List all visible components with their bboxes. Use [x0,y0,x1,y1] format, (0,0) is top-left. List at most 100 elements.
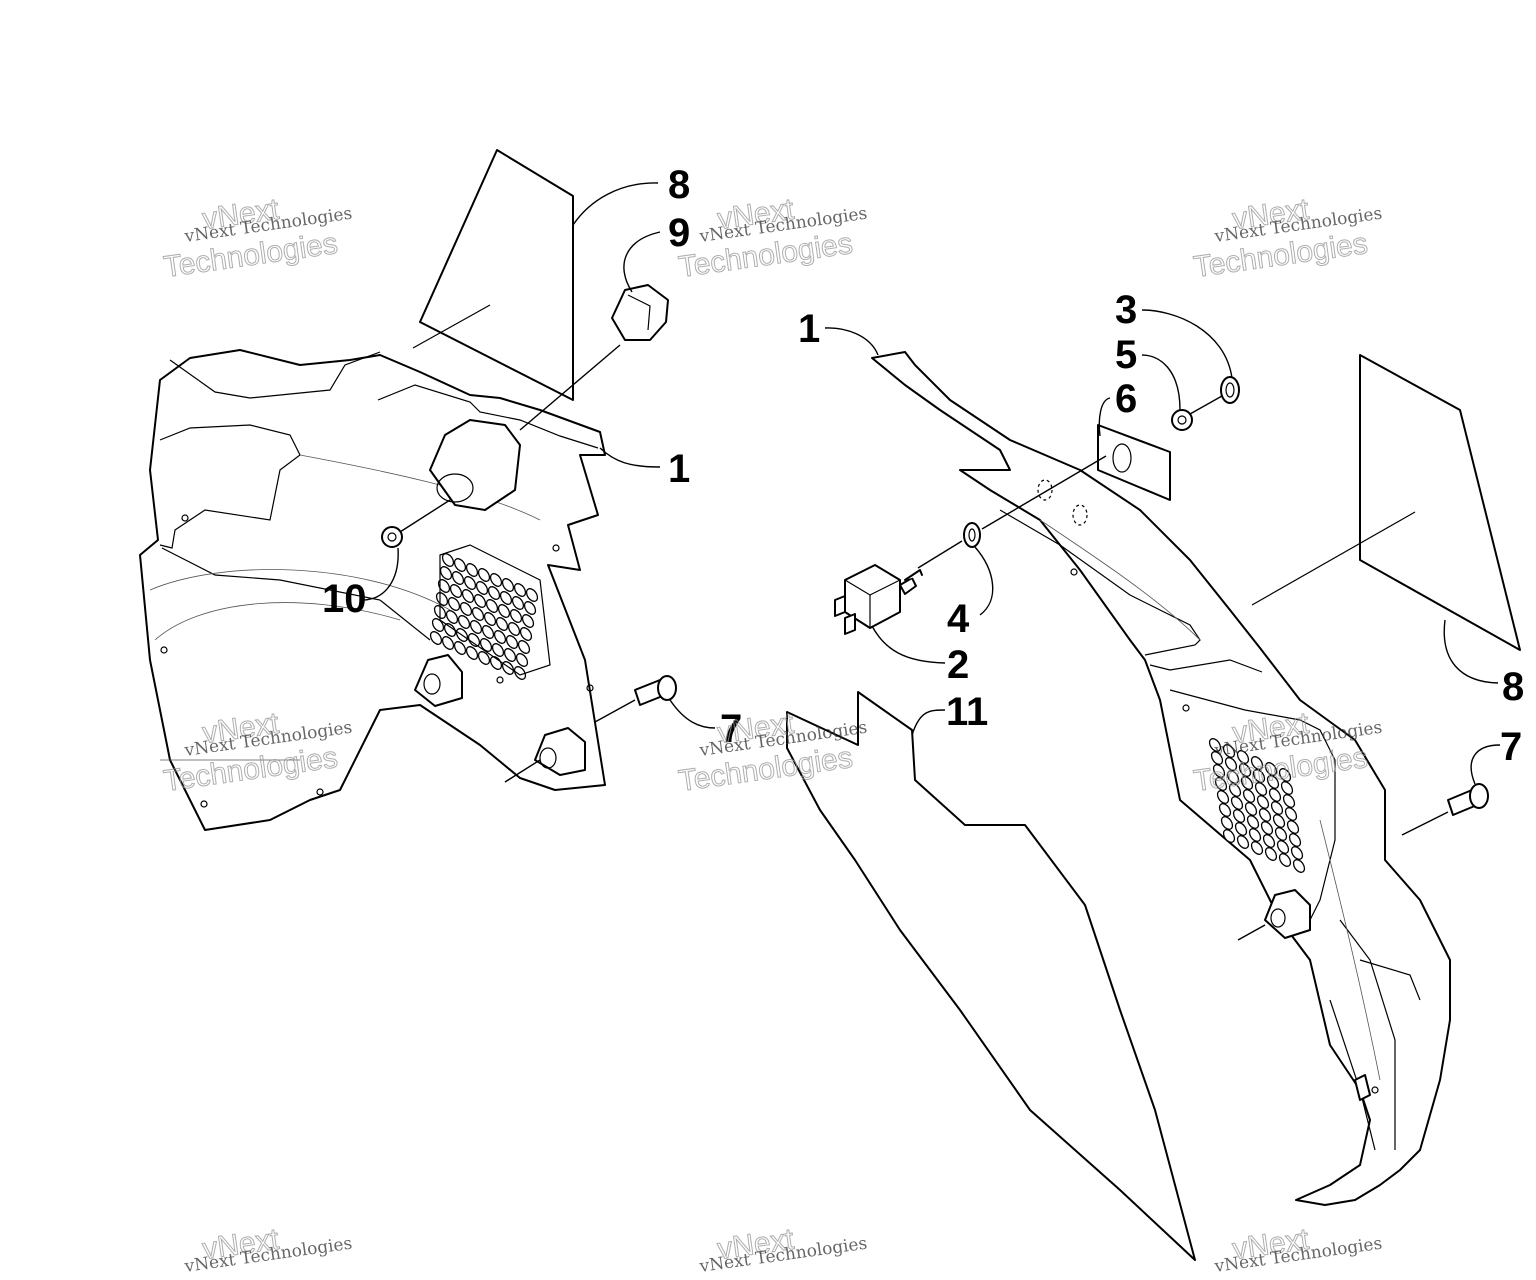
callout-5-right: 5 [1115,333,1137,377]
grill-slot [465,563,479,577]
grill-mesh-left [429,553,539,680]
grill-slot [1214,777,1228,791]
grill-slot [465,646,479,660]
grill-slot [1250,756,1264,770]
grill-slot [505,635,519,649]
grill-slot [519,627,533,641]
grill-slot [477,651,491,665]
callout-2-right: 2 [947,643,969,687]
grommet-part-4 [963,522,981,548]
grill-slot [499,591,513,605]
grill-slot [459,602,473,616]
gasket-part-6 [1097,424,1171,501]
washer-part-10 [381,499,451,548]
grill-slot [1292,859,1306,873]
grill-slot [521,614,535,628]
grill-slot [1226,770,1240,784]
grill-slot [479,638,493,652]
grill-slot [1286,820,1300,834]
grill-slot [501,578,515,592]
callout-8-left: 8 [668,163,690,207]
grill-slot [503,648,517,662]
grill-slot [451,571,465,585]
callout-11-right: 11 [946,690,988,734]
grill-slot [1220,816,1234,830]
grill-slot [485,599,499,613]
grill-slot [497,604,511,618]
grill-slot [1240,776,1254,790]
backing-plate-right [786,691,1196,1261]
grill-slot [1276,840,1290,854]
callout-1-right: 1 [798,307,820,351]
grill-slot [1268,788,1282,802]
grill-slot [493,630,507,644]
grill-slot [445,610,459,624]
grill-slot [507,622,521,636]
grill-slot [469,620,483,634]
grill-slot [1290,846,1304,860]
grill-slot [1284,807,1298,821]
grill-slot [481,625,495,639]
grill-slot [1218,803,1232,817]
knob-part-9 [519,284,669,431]
grill-slot [457,615,471,629]
grill-slot [1248,828,1262,842]
grill-slot [473,594,487,608]
grill-slot [1244,802,1258,816]
grill-slot [515,653,529,667]
grill-slot [1208,738,1222,752]
grill-slot [453,558,467,572]
grill-slot [475,581,489,595]
grill-slot [1278,853,1292,867]
switch-part-2 [834,564,923,635]
grill-slot [439,566,453,580]
grill-slot [1262,834,1276,848]
grill-slot [1222,829,1236,843]
grill-slot [513,666,527,680]
screw-part-7-left [504,675,677,783]
grill-slot [487,586,501,600]
grill-slot [1228,783,1242,797]
grill-slot [435,592,449,606]
grill-slot [1210,751,1224,765]
grill-slot [513,583,527,597]
grill-slot [1264,847,1278,861]
grill-slot [1222,744,1236,758]
callout-6-right: 6 [1115,377,1137,421]
grill-slot [1232,809,1246,823]
grill-slot [1236,835,1250,849]
grill-slot [1270,801,1284,815]
screw-part-7-right [1401,783,1489,836]
grill-slot [525,588,539,602]
callout-10-left: 10 [322,577,367,621]
callout-7-right: 7 [1500,725,1522,769]
callout-3-right: 3 [1115,288,1137,332]
grill-slot [509,609,523,623]
grill-slot [1230,796,1244,810]
nut-part-3 [1220,376,1240,404]
grill-slot [1246,815,1260,829]
grill-slot [1236,750,1250,764]
grill-slot [1272,814,1286,828]
grill-slot [1266,775,1280,789]
grill-slot [1256,795,1270,809]
grill-slot [1288,833,1302,847]
grill-slot [1278,768,1292,782]
grill-slot [463,576,477,590]
grill-slot [431,618,445,632]
washer-part-5 [1171,409,1193,431]
grill-slot [1212,764,1226,778]
grill-slot [1264,762,1278,776]
grill-slot [477,568,491,582]
callout-1-left: 1 [668,447,690,491]
decal-sheet-left [419,149,574,401]
grill-slot [483,612,497,626]
grill-slot [1282,794,1296,808]
grill-slot [1252,769,1266,783]
grill-slot [1280,781,1294,795]
grill-slot [461,589,475,603]
grill-slot [511,596,525,610]
grill-slot [489,573,503,587]
grill-slot [491,643,505,657]
grill-slot [1254,782,1268,796]
